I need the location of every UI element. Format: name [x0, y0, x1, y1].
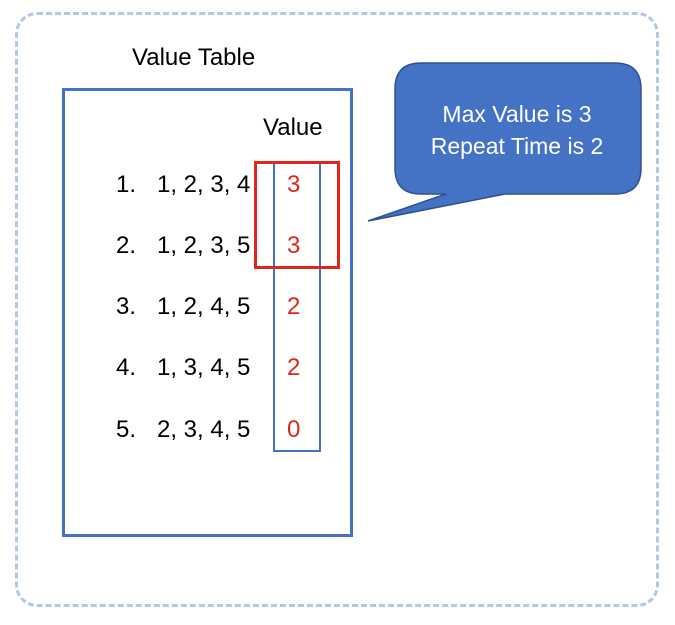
row-5-value: 0: [287, 416, 301, 443]
callout-text: Max Value is 3 Repeat Time is 2: [394, 98, 640, 162]
callout-shape: [367, 62, 642, 222]
callout-line-2: Repeat Time is 2: [430, 133, 604, 159]
row-4-index: 4.: [116, 354, 137, 381]
callout-line-1: Max Value is 3: [442, 101, 592, 127]
row-5-index: 5.: [116, 416, 137, 443]
value-table-box: [62, 88, 353, 537]
row-1-value: 3: [287, 171, 301, 198]
row-2-set: 1, 2, 3, 5: [157, 232, 251, 259]
row-1-index: 1.: [116, 171, 137, 198]
outer-dashed-frame: [15, 12, 659, 607]
row-1-set: 1, 2, 3, 4: [157, 171, 251, 198]
row-5-set: 2, 3, 4, 5: [157, 416, 251, 443]
max-value-highlight-box: [254, 161, 340, 269]
row-3-index: 3.: [116, 293, 137, 320]
row-2-value: 3: [287, 232, 301, 259]
value-column-header: Value: [263, 114, 323, 141]
row-3-set: 1, 2, 4, 5: [157, 293, 251, 320]
table-title: Value Table: [132, 44, 256, 71]
row-4-value: 2: [287, 354, 301, 381]
row-2-index: 2.: [116, 232, 137, 259]
row-3-value: 2: [287, 293, 301, 320]
row-4-set: 1, 3, 4, 5: [157, 354, 251, 381]
